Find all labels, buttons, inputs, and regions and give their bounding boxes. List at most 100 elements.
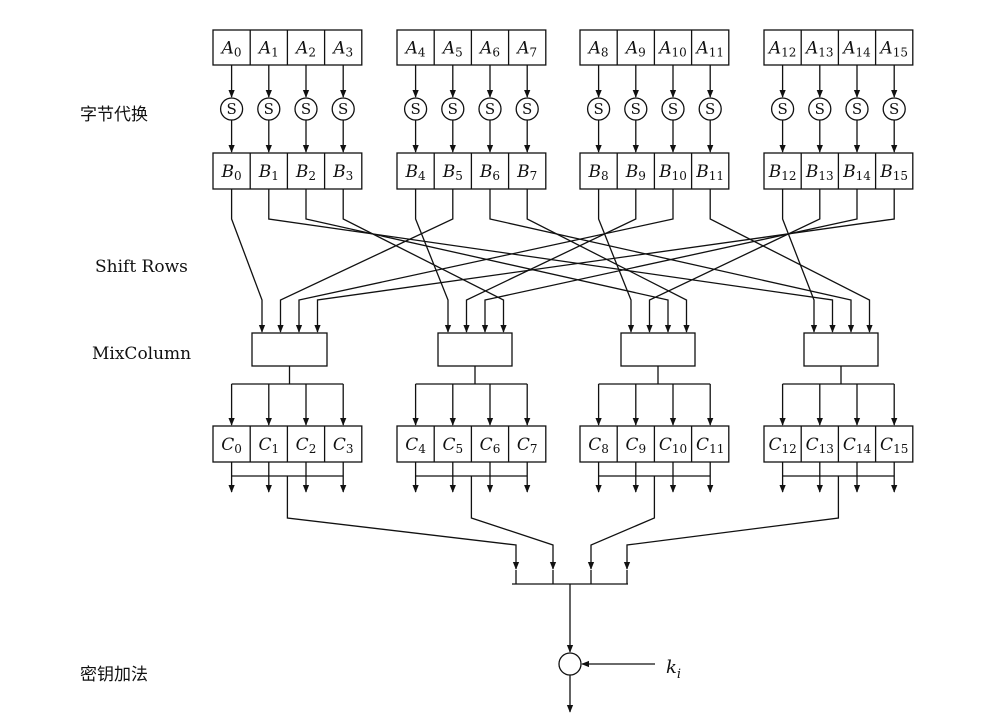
sbox-label: S [852, 100, 862, 118]
sub-bytes-label: 字节代换 [80, 105, 148, 125]
state-b-cell-12: B12 [768, 162, 797, 183]
shift-rows-wire [709, 189, 873, 333]
sbox-13 [808, 97, 832, 121]
sbox-5 [441, 97, 465, 121]
state-c-cell-4: C4 [405, 435, 426, 456]
xor-circle [558, 652, 582, 676]
sbox-2 [294, 97, 318, 121]
state-b-cell-5: B5 [442, 162, 463, 183]
sbox-label: S [301, 100, 311, 118]
shift-rows-wire [295, 189, 674, 333]
state-a-cell-3: A3 [331, 39, 353, 60]
sbox-0 [219, 97, 244, 121]
sbox-label: S [631, 100, 641, 118]
state-a-cell-13: A13 [804, 39, 834, 60]
shift-rows-wire [489, 189, 855, 333]
state-b-cell-1: B1 [258, 162, 279, 183]
state-b-cell-0: B0 [221, 162, 242, 183]
sbox-label: S [485, 100, 495, 118]
shift-rows-wire [230, 189, 266, 333]
state-a-cell-15: A15 [878, 39, 908, 60]
shift-rows-wire [314, 189, 895, 333]
sbox-1 [257, 97, 281, 121]
state-a-cell-11: A11 [694, 39, 724, 60]
boxes [212, 29, 914, 676]
state-a-cell-0: A0 [220, 39, 242, 60]
shift-rows-wire [646, 189, 821, 333]
state-b-cell-14: B14 [842, 162, 871, 183]
state-a-cell-2: A2 [294, 39, 316, 60]
add-round-key-label: 密钥加法 [80, 665, 148, 685]
sbox-label: S [889, 100, 899, 118]
mix-column-box-1 [437, 332, 513, 367]
state-a-cell-12: A12 [767, 39, 797, 60]
shift-rows-wire [342, 189, 507, 333]
state-a-cell-10: A10 [657, 39, 687, 60]
converge-wire [587, 476, 656, 570]
sbox-3 [331, 97, 355, 121]
sbox-15 [882, 97, 906, 121]
sbox-label: S [338, 100, 348, 118]
shift-rows-wire [481, 189, 858, 333]
shift-rows-wire [277, 189, 454, 333]
state-c-cell-0: C0 [221, 435, 242, 456]
sbox-label: S [777, 100, 787, 118]
state-c-cell-8: C8 [588, 435, 609, 456]
state-b-cell-7: B7 [516, 162, 537, 183]
state-a-cell-9: A9 [624, 39, 646, 60]
sbox-label: S [226, 100, 236, 118]
shift-rows-label: Shift Rows [95, 257, 188, 277]
sbox-label: S [410, 100, 420, 118]
sbox-label: S [448, 100, 458, 118]
mix-column-label: MixColumn [92, 344, 191, 364]
sbox-4 [403, 97, 428, 121]
converge-wire [470, 476, 557, 570]
state-c-cell-13: C13 [806, 435, 834, 456]
sbox-label: S [593, 100, 603, 118]
sbox-7 [515, 97, 539, 121]
sbox-10 [661, 97, 685, 121]
wires [228, 65, 898, 713]
shift-rows-wire [268, 189, 836, 333]
state-c-cell-15: C15 [880, 435, 908, 456]
state-b-cell-13: B13 [805, 162, 834, 183]
state-b-cell-2: B2 [295, 162, 316, 183]
sbox-9 [624, 97, 648, 121]
state-c-cell-5: C5 [442, 435, 463, 456]
state-c-cell-7: C7 [517, 435, 538, 456]
state-a-cell-1: A1 [257, 39, 279, 60]
mix-column-box-0 [251, 332, 328, 367]
state-b-cell-6: B6 [479, 162, 500, 183]
converge-wire [286, 476, 520, 570]
sbox-label: S [815, 100, 825, 118]
state-c-cell-1: C1 [258, 435, 279, 456]
state-c-cell-6: C6 [480, 435, 501, 456]
state-a-cell-14: A14 [841, 39, 871, 60]
state-b-cell-9: B9 [625, 162, 646, 183]
state-a-cell-6: A6 [478, 39, 500, 60]
sbox-8 [586, 97, 611, 121]
mix-column-box-2 [620, 332, 696, 367]
sbox-6 [478, 97, 502, 121]
state-c-cell-12: C12 [768, 435, 796, 456]
shift-rows-wire [781, 189, 818, 333]
state-b-cell-10: B10 [658, 162, 687, 183]
state-b-cell-8: B8 [588, 162, 609, 183]
shift-rows-wire [414, 189, 452, 333]
sbox-11 [698, 97, 722, 121]
sbox-14 [845, 97, 869, 121]
state-b-cell-4: B4 [405, 162, 427, 183]
state-c-cell-10: C10 [659, 435, 687, 456]
state-b-cell-15: B15 [879, 162, 908, 183]
state-b-cell-3: B3 [332, 162, 353, 183]
state-a-cell-7: A7 [515, 39, 537, 60]
round-key-label: ki [666, 657, 681, 682]
state-a-cell-5: A5 [441, 39, 463, 60]
state-c-cell-11: C11 [696, 435, 724, 456]
state-a-cell-8: A8 [587, 39, 609, 60]
sbox-label: S [705, 100, 715, 118]
shift-rows-wire [597, 189, 635, 333]
